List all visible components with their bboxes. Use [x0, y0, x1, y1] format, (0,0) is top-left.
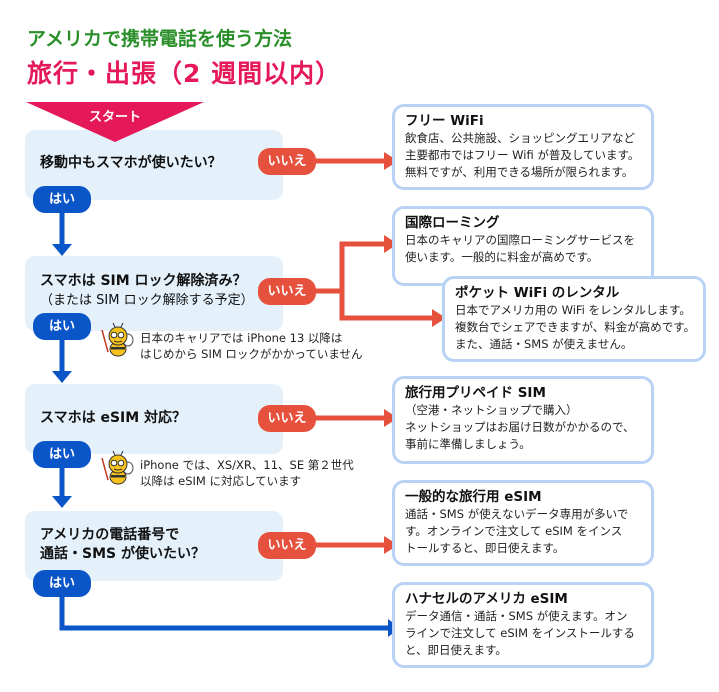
yes-badge-3: はい [33, 441, 91, 468]
question-text: 移動中もスマホが使いたい？ [40, 155, 222, 171]
answer-line: 無料ですが、利用できる場所が限られます。 [405, 165, 634, 179]
question-subtext: （または SIM ロック解除する予定） [40, 293, 254, 308]
answer-line: 使います。一般的に料金が高めです。 [405, 250, 599, 264]
no-badge-4: いいえ [258, 532, 316, 559]
note-1: 日本のキャリアでは iPhone 13 以降は はじめから SIM ロックがかか… [140, 330, 363, 362]
answer-box-hanacell-esim: ハナセルのアメリカ eSIM データ通信・通話・SMS が使えます。オン ライン… [392, 582, 654, 668]
yes-badge-1: はい [33, 186, 91, 213]
start-arrow-icon [26, 102, 204, 142]
question-box-4: アメリカの電話番号で 通話・SMS が使いたい？ [25, 511, 283, 581]
bee-mascot-icon [101, 450, 134, 485]
answer-line: トールすると、即日使えます。 [405, 541, 565, 555]
bee-mascot-icon [101, 322, 134, 357]
answer-line: ネットショップはお届け日数がかかるので、 [405, 420, 635, 434]
question-text: スマホは eSIM 対応？ [40, 410, 187, 426]
answer-line: 複数台でシェアできますが、料金が高めです。 [455, 320, 696, 334]
answer-line: 日本のキャリアの国際ローミングサービスを [405, 233, 635, 247]
answer-line: す。オンラインで注文して eSIM をインス [405, 524, 623, 538]
down-arrow-icon [52, 244, 72, 256]
no-badge-1: いいえ [258, 148, 316, 175]
answer-box-free-wifi: フリー WiFi 飲食店、公共施設、ショッピングエリアなど 主要都市ではフリー … [392, 104, 654, 190]
answer-line: （空港・ネットショップで購入） [405, 403, 578, 417]
right-arrow-icon [432, 309, 446, 327]
down-arrow-icon [52, 371, 72, 383]
yes-badge-2: はい [33, 313, 91, 340]
question-text: アメリカの電話番号で [40, 527, 180, 543]
question-text: スマホは SIM ロック解除済み？ [40, 273, 247, 289]
question-text: 通話・SMS が使いたい？ [40, 546, 205, 562]
answer-title: フリー WiFi [405, 113, 484, 129]
answer-box-pocket-wifi: ポケット WiFi のレンタル 日本でアメリカ用の WiFi をレンタルします。… [442, 276, 706, 362]
note-line: はじめから SIM ロックがかかっていません [140, 347, 363, 361]
note-line: 日本のキャリアでは iPhone 13 以降は [140, 331, 343, 345]
right-arrow-icon [384, 536, 398, 554]
down-arrow-icon [52, 496, 72, 508]
answer-title: 旅行用プリペイド SIM [405, 385, 546, 401]
answer-line: 主要都市ではフリー Wifi が普及しています。 [405, 148, 640, 162]
answer-line: ラインで注文して eSIM をインストールする [405, 626, 635, 640]
answer-title: 一般的な旅行用 eSIM [405, 489, 542, 505]
answer-line: 事前に準備しましょう。 [405, 437, 531, 451]
answer-line: と、即日使えます。 [405, 643, 507, 657]
answer-box-roaming: 国際ローミング 日本のキャリアの国際ローミングサービスを 使います。一般的に料金… [392, 206, 654, 286]
answer-line: 日本でアメリカ用の WiFi をレンタルします。 [455, 303, 691, 317]
page-title: アメリカで携帯電話を使う方法 [27, 28, 293, 50]
answer-line: 飲食店、公共施設、ショッピングエリアなど [405, 131, 635, 145]
note-2: iPhone では、XS/XR、11、SE 第２世代 以降は eSIM に対応し… [140, 457, 354, 489]
no-connector-2b [339, 291, 434, 321]
yes-connector-4 [59, 585, 390, 631]
no-badge-2: いいえ [258, 278, 316, 305]
answer-line: また、通話・SMS が使えません。 [455, 337, 633, 351]
note-line: 以降は eSIM に対応しています [140, 474, 302, 488]
no-connector-2a [312, 241, 386, 294]
answer-line: 通話・SMS が使えないデータ専用が多いで [405, 507, 629, 521]
answer-box-prepaid-sim: 旅行用プリペイド SIM （空港・ネットショップで購入） ネットショップはお届け… [392, 376, 654, 464]
yes-badge-4: はい [33, 570, 91, 597]
right-arrow-icon [384, 152, 398, 170]
answer-box-travel-esim: 一般的な旅行用 eSIM 通話・SMS が使えないデータ専用が多いで す。オンラ… [392, 480, 654, 566]
answer-line: データ通信・通話・SMS が使えます。オン [405, 609, 628, 623]
page-subtitle: 旅行・出張（2 週間以内） [27, 59, 342, 88]
no-badge-3: いいえ [258, 405, 316, 432]
start-label: スタート [88, 110, 141, 125]
answer-title: ハナセルのアメリカ eSIM [405, 591, 568, 607]
note-line: iPhone では、XS/XR、11、SE 第２世代 [140, 458, 354, 472]
right-arrow-icon [384, 409, 398, 427]
answer-title: 国際ローミング [405, 215, 500, 231]
start-marker: スタート [26, 102, 204, 142]
right-arrow-icon [384, 235, 398, 253]
answer-title: ポケット WiFi のレンタル [455, 285, 620, 301]
